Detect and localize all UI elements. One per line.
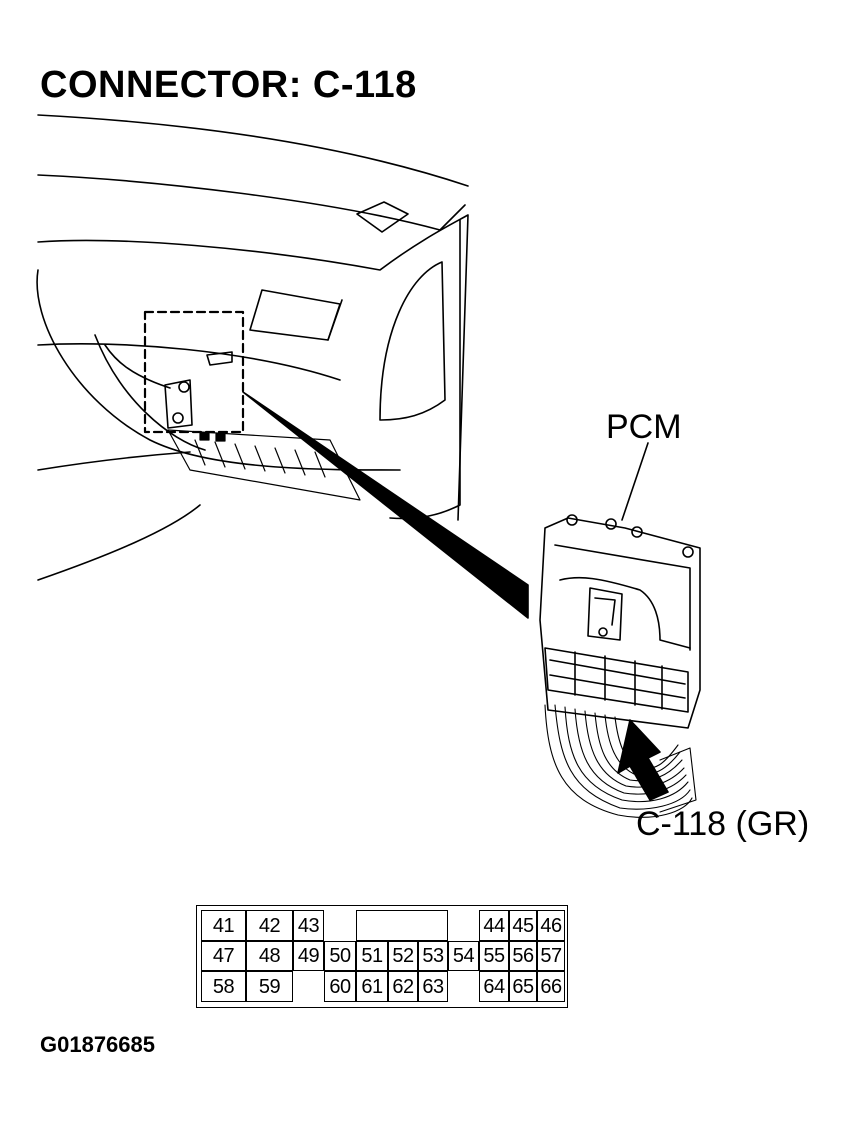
connector-arrow xyxy=(617,719,669,801)
bracket-bolt-bottom xyxy=(172,412,184,424)
connector-label: C-118 (GR) xyxy=(636,805,810,843)
pin-cell: 45 xyxy=(509,910,537,941)
bracket-wire xyxy=(104,344,171,389)
pin-cell: 42 xyxy=(246,910,293,941)
pin-cell: 43 xyxy=(293,910,324,941)
center-vent-tab xyxy=(327,299,343,341)
lower-dash-curve xyxy=(36,269,401,471)
small-clip xyxy=(206,351,233,366)
pin-cell: 51 xyxy=(356,941,388,971)
pin-cell: 59 xyxy=(246,971,293,1002)
wire-harness xyxy=(544,704,697,818)
pcm-location-box xyxy=(143,310,245,434)
dash-inner-curve xyxy=(94,334,206,451)
pin-cell: 50 xyxy=(324,941,356,971)
pin-cell: 58 xyxy=(201,971,246,1002)
pin-cell: 66 xyxy=(537,971,565,1002)
connector-pinout: 41 42 43 44 45 46 47 48 49 50 51 52 53 5… xyxy=(196,905,568,1008)
bracket-bolt-top xyxy=(178,381,190,393)
pin-cell: 46 xyxy=(537,910,565,941)
pin-cell: 53 xyxy=(418,941,448,971)
floor-line xyxy=(37,504,201,581)
pin-cell: 61 xyxy=(356,971,388,1002)
pin-cell: 44 xyxy=(479,910,509,941)
pin-cell: 56 xyxy=(509,941,537,971)
knee-panel xyxy=(37,451,191,471)
mounting-bracket xyxy=(164,379,193,429)
pin-cell: 52 xyxy=(388,941,418,971)
dash-underside xyxy=(37,342,341,381)
callout-wedge xyxy=(242,391,529,619)
figure-id: G01876685 xyxy=(40,1032,155,1057)
pin-cell-key xyxy=(356,910,448,941)
pcm-leader-line xyxy=(621,442,649,521)
pcm-unit xyxy=(539,514,701,729)
pin-cell: 64 xyxy=(479,971,509,1002)
dashboard-upper-panel xyxy=(37,214,469,521)
pin-cell: 41 xyxy=(201,910,246,941)
defrost-vent xyxy=(356,201,409,233)
side-panel xyxy=(389,219,461,520)
dashboard-top-edge-inner xyxy=(37,174,466,231)
dashboard-top-edge xyxy=(37,114,469,187)
center-vent xyxy=(249,289,341,341)
pin-cell: 63 xyxy=(418,971,448,1002)
diagram-title: CONNECTOR: C-118 xyxy=(40,64,417,106)
pin-cell: 62 xyxy=(388,971,418,1002)
side-window xyxy=(379,261,446,421)
pin-cell: 60 xyxy=(324,971,356,1002)
pin-cell: 48 xyxy=(246,941,293,971)
pin-cell: 57 xyxy=(537,941,565,971)
pcm-label: PCM xyxy=(606,408,682,446)
pin-cell: 47 xyxy=(201,941,246,971)
fuse-block xyxy=(167,429,361,501)
pin-cell: 49 xyxy=(293,941,324,971)
pin-cell: 55 xyxy=(479,941,509,971)
pin-cell: 54 xyxy=(448,941,479,971)
pin-cell: 65 xyxy=(509,971,537,1002)
